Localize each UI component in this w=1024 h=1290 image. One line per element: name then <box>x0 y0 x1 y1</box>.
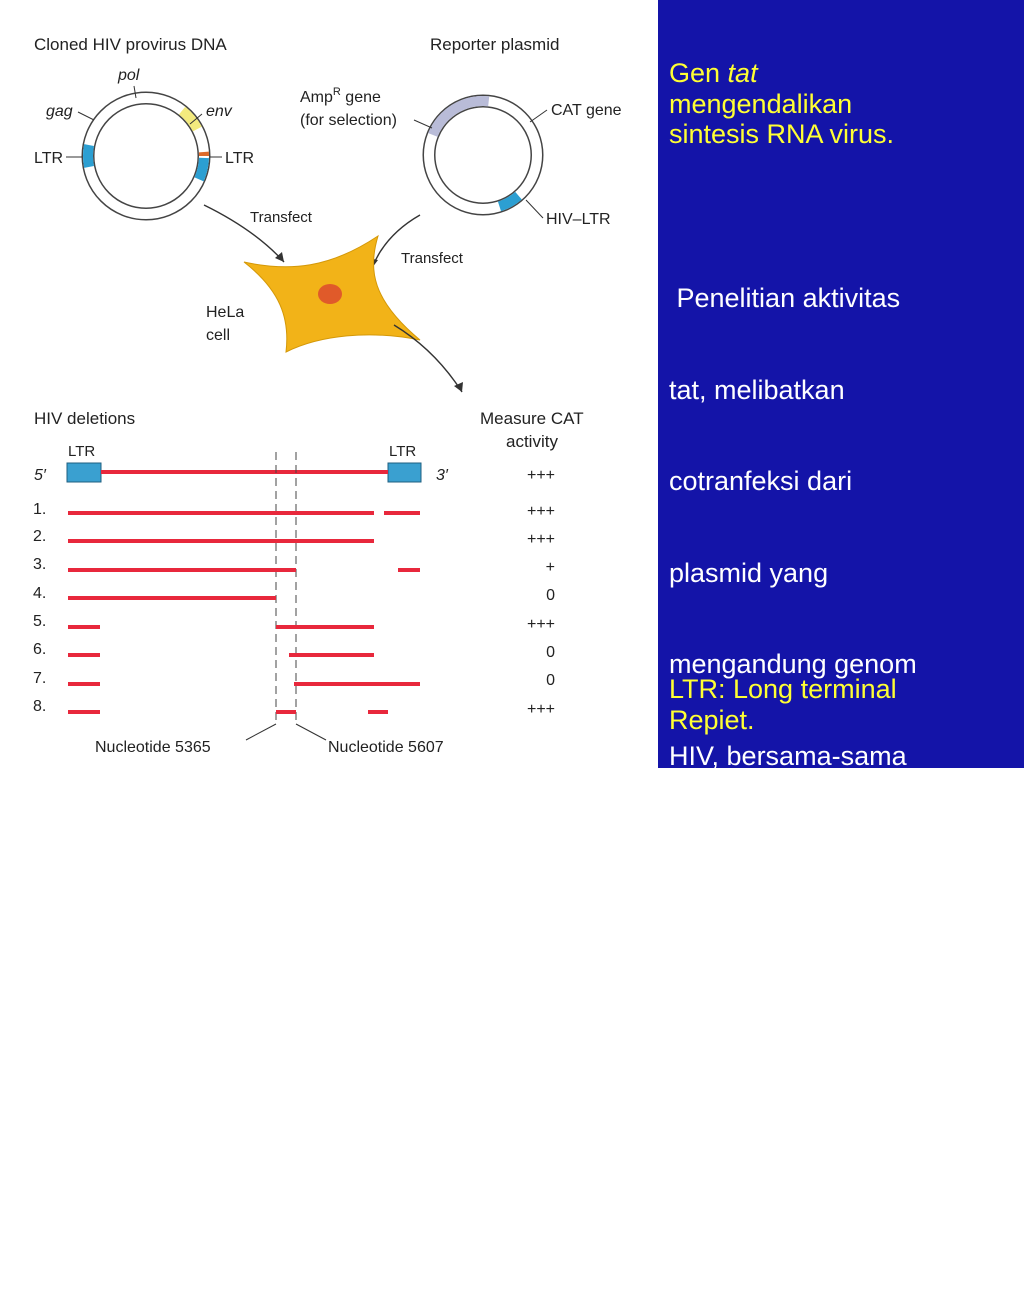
hiv-deletions-title: HIV deletions <box>34 409 135 428</box>
ampr-gene-label: AmpR gene <box>300 86 381 106</box>
text-line: LTR: Long terminal <box>669 674 897 704</box>
text-line: Repiet. <box>669 704 755 735</box>
activity-value: + <box>546 559 555 576</box>
provirus-plasmid <box>81 91 211 221</box>
hela-nucleus <box>318 284 342 304</box>
row-label-6: 6. <box>33 641 46 658</box>
text-panel: Gen tat mengendalikan sintesis RNA virus… <box>658 0 1024 1228</box>
activity-label: activity <box>506 432 558 451</box>
row-label-2: 2. <box>33 528 46 545</box>
activity-value: +++ <box>527 467 555 484</box>
gen-tat-line: Gen tat <box>669 58 758 88</box>
text-line: mengandung genom <box>669 649 917 679</box>
env-label: env <box>206 103 233 120</box>
text-line: plasmid yang <box>669 557 829 588</box>
reporter-plasmid <box>422 94 544 216</box>
row-label-7: 7. <box>33 670 46 687</box>
ampr-segment <box>424 96 542 214</box>
row-label-8: 8. <box>33 698 46 715</box>
transfect-label-right: Transfect <box>401 250 464 267</box>
paragraph-penelitian: Penelitian aktivitas tat, melibatkan cot… <box>669 222 917 1290</box>
hiv-tat-figure: Cloned HIV provirus DNA Reporter plasmid… <box>0 0 658 768</box>
figure-svg: Cloned HIV provirus DNA Reporter plasmid… <box>33 35 622 756</box>
activity-value: 0 <box>546 587 555 604</box>
text-line: gen CAT (plasmid <box>669 1015 883 1045</box>
text-line: HIV, bersama-sama <box>669 740 907 771</box>
hiv-ltr-label: HIV–LTR <box>546 211 611 228</box>
ltr-map-right-box <box>387 462 422 483</box>
ampr-selection-label: (for selection) <box>300 112 397 129</box>
hela-label-1: HeLa <box>206 304 244 321</box>
ltr-map-left-box <box>66 462 102 483</box>
text-line: cotranfeksi dari <box>669 466 853 496</box>
hela-label-2: cell <box>206 327 230 344</box>
three-prime-label: 3′ <box>436 467 449 484</box>
ltr-map-right-label: LTR <box>389 443 416 460</box>
row-label-1: 1. <box>33 501 46 518</box>
five-prime-label: 5′ <box>34 467 47 484</box>
ltr-map-left-label: LTR <box>68 443 95 460</box>
ltr-left-segment <box>83 93 209 219</box>
text-line: Chloramphenicol <box>669 1106 872 1137</box>
row-label-3: 3. <box>33 556 46 573</box>
activity-value: +++ <box>527 531 555 548</box>
reporter-plasmid-title: Reporter plasmid <box>430 35 559 54</box>
row-label-4: 4. <box>33 585 46 602</box>
text-line: Penelitian aktivitas <box>669 283 901 313</box>
ltr-right-label: LTR <box>225 150 254 167</box>
text-line: yang mengandung <box>669 923 893 954</box>
text-line: mengendalikan <box>669 88 853 119</box>
paragraph-gen-tat: Gen tat mengendalikan sintesis RNA virus… <box>669 58 894 150</box>
tat-italic: tat <box>727 58 758 88</box>
gag-label: gag <box>46 103 73 120</box>
text-line: tat, melibatkan <box>669 374 845 405</box>
activity-value: 0 <box>546 644 555 661</box>
cloned-dna-title: Cloned HIV provirus DNA <box>34 35 227 54</box>
text-line: dg plasmid reporter <box>669 832 902 862</box>
transfect-label-left: Transfect <box>250 209 313 226</box>
text-line: acetyltransferase) <box>669 1198 884 1228</box>
pol-segment <box>83 93 209 219</box>
nucleotide-5607-label: Nucleotide 5607 <box>328 739 444 756</box>
row-label-5: 5. <box>33 613 46 630</box>
pol-label: pol <box>117 67 140 84</box>
cat-gene-label: CAT gene <box>551 102 622 119</box>
activity-value: +++ <box>527 503 555 520</box>
activity-value: 0 <box>546 672 555 689</box>
measure-arrow <box>393 324 463 393</box>
ltr-left-label: LTR <box>34 150 63 167</box>
activity-value: +++ <box>527 616 555 633</box>
activity-value: +++ <box>527 701 555 718</box>
nucleotide-5365-label: Nucleotide 5365 <box>95 739 211 756</box>
measure-cat-label: Measure CAT <box>480 409 584 428</box>
paragraph-ltr: LTR: Long terminal Repiet. <box>669 674 897 735</box>
text-line: sintesis RNA virus. <box>669 119 895 149</box>
